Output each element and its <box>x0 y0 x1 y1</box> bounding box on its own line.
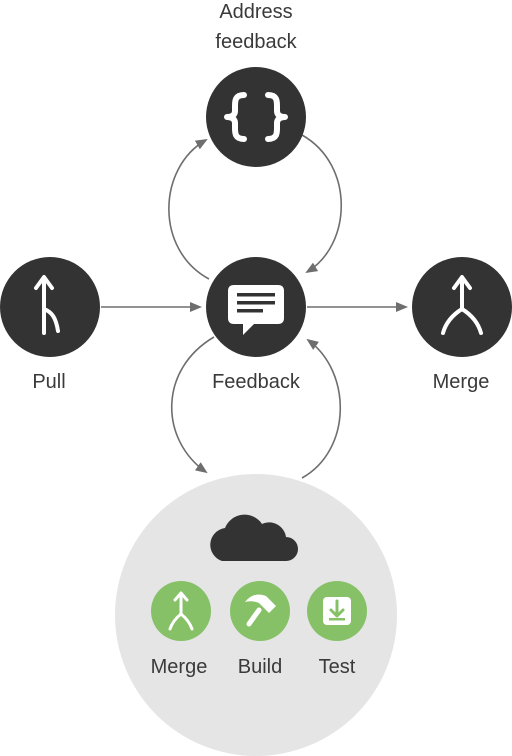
feedback-label: Feedback <box>212 371 301 393</box>
arrow-cloud-to-feedback <box>301 338 342 479</box>
branch-pull-icon <box>34 275 60 335</box>
curly-braces-icon <box>224 92 288 142</box>
pull-label: Pull <box>32 371 65 393</box>
cloud-step-test-label: Test <box>319 656 356 678</box>
address-feedback-label-line1: Address <box>219 1 292 23</box>
cloud-step-merge-label: Merge <box>151 656 208 678</box>
merge-label: Merge <box>433 371 490 393</box>
address-feedback-circle <box>206 67 306 167</box>
address-feedback-label-line2: feedback <box>215 31 297 53</box>
arrow-feedback-to-address <box>168 139 210 280</box>
node-address-feedback: Address feedback <box>206 1 306 167</box>
merge-icon <box>168 591 194 631</box>
speech-bubble-icon <box>228 285 284 335</box>
cloud-step-build-label: Build <box>238 656 282 678</box>
cloud-step-build: Build <box>230 581 290 678</box>
arrow-feedback-to-cloud <box>170 336 215 474</box>
flow-arrows <box>101 134 408 479</box>
cloud-step-merge: Merge <box>151 581 211 678</box>
hammer-icon <box>245 594 276 627</box>
merge-icon <box>441 275 483 335</box>
node-pull: Pull <box>0 257 100 393</box>
cloud-icon <box>210 514 298 561</box>
node-feedback: Feedback <box>206 257 306 393</box>
node-merge: Merge <box>412 257 512 393</box>
arrow-address-to-feedback <box>301 134 343 274</box>
pull-circle <box>0 257 100 357</box>
download-box-icon <box>323 597 351 625</box>
cloud-step-test: Test <box>307 581 367 678</box>
